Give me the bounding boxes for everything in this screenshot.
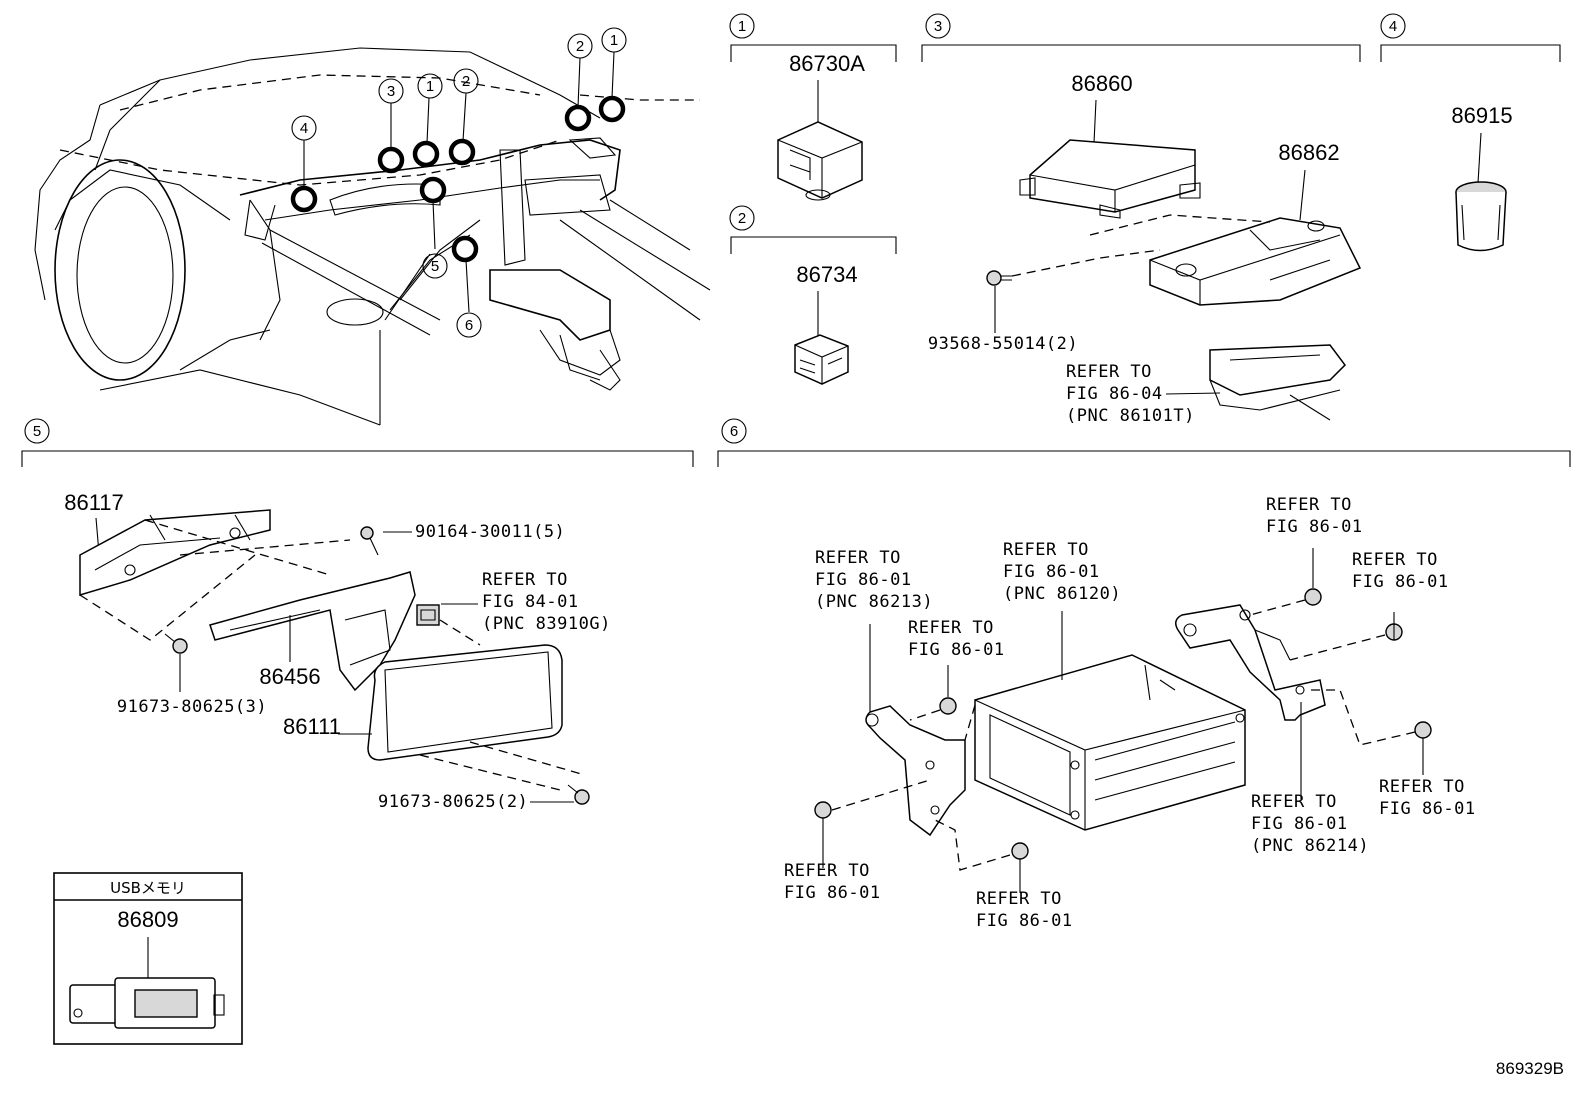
section-3-airbag-sensor: 86860 86862 93568-55014(2) REFER TO FIG … bbox=[928, 71, 1362, 426]
part-86111-label: 86111 bbox=[283, 714, 341, 739]
part-86809-label: 86809 bbox=[117, 907, 178, 932]
ref-86120-line3: (PNC 86120) bbox=[1003, 584, 1121, 604]
overview-callout-4: 4 bbox=[300, 120, 308, 137]
section-5-display: 86117 86456 90164-30011(5) 91673-80625(3… bbox=[64, 490, 611, 812]
ref-86-01-i-line2: FIG 86-01 bbox=[976, 911, 1073, 931]
ref-86-04-line3: (PNC 86101T) bbox=[1066, 406, 1195, 426]
vehicle-overview-illustration bbox=[34, 47, 711, 426]
overview-callouts: 4 3 1 2 2 1 5 6 bbox=[291, 27, 627, 338]
ref-84-01-line2: FIG 84-01 bbox=[482, 592, 579, 612]
ref-86-01-b-line1: REFER TO bbox=[908, 618, 994, 638]
section-6-number: 6 bbox=[730, 423, 738, 440]
section-2-number: 2 bbox=[738, 210, 746, 227]
part-86117-label: 86117 bbox=[64, 490, 124, 515]
overview-callout-6: 6 bbox=[465, 317, 473, 334]
ref-86213-line1: REFER TO bbox=[815, 548, 901, 568]
ref-86-01-f-line1: REFER TO bbox=[1379, 777, 1465, 797]
part-86730A-label: 86730A bbox=[789, 51, 865, 76]
section-3-number: 3 bbox=[934, 18, 942, 35]
section-2-switch: 86734 bbox=[794, 262, 858, 385]
ref-84-01-line1: REFER TO bbox=[482, 570, 568, 590]
ref-86213-line2: FIG 86-01 bbox=[815, 570, 912, 590]
part-86860-label: 86860 bbox=[1071, 71, 1132, 96]
section-5-number: 5 bbox=[33, 423, 41, 440]
part-86456-label: 86456 bbox=[259, 664, 320, 689]
part-91673-3-label: 91673-80625(3) bbox=[117, 697, 267, 717]
part-93568-label: 93568-55014(2) bbox=[928, 334, 1078, 354]
overview-callout-2b: 2 bbox=[576, 38, 584, 55]
ref-86-01-e-line2: FIG 86-01 bbox=[1352, 572, 1449, 592]
part-86734-label: 86734 bbox=[796, 262, 857, 287]
overview-callout-1a: 1 bbox=[426, 78, 434, 95]
ref-86214-line1: REFER TO bbox=[1251, 792, 1337, 812]
section-1-number: 1 bbox=[738, 18, 746, 35]
figure-id: 869329B bbox=[1496, 1059, 1564, 1078]
ref-86-01-d-line2: FIG 86-01 bbox=[1266, 517, 1363, 537]
ref-86-01-d-line1: REFER TO bbox=[1266, 495, 1352, 515]
ref-86-04-line1: REFER TO bbox=[1066, 362, 1152, 382]
ref-86-01-i-line1: REFER TO bbox=[976, 889, 1062, 909]
usb-memory-box: USBメモリ 86809 bbox=[53, 872, 243, 1045]
part-90164-label: 90164-30011(5) bbox=[415, 522, 565, 542]
section-headers: 1 2 3 4 5 6 bbox=[21, 13, 1571, 467]
ref-86-04-line2: FIG 86-04 bbox=[1066, 384, 1163, 404]
part-91673-2-label: 91673-80625(2) bbox=[378, 792, 528, 812]
ref-86214-line2: FIG 86-01 bbox=[1251, 814, 1348, 834]
ref-86120-line1: REFER TO bbox=[1003, 540, 1089, 560]
ref-86-01-b-line2: FIG 86-01 bbox=[908, 640, 1005, 660]
ref-86-01-f-line2: FIG 86-01 bbox=[1379, 799, 1476, 819]
ref-86-01-e-line1: REFER TO bbox=[1352, 550, 1438, 570]
overview-callout-5: 5 bbox=[431, 258, 439, 275]
ref-86120-line2: FIG 86-01 bbox=[1003, 562, 1100, 582]
section-1-relay: 86730A bbox=[777, 51, 865, 201]
ref-86-01-h-line1: REFER TO bbox=[784, 861, 870, 881]
ref-86213-line3: (PNC 86213) bbox=[815, 592, 933, 612]
part-86862-label: 86862 bbox=[1278, 140, 1339, 165]
overview-callout-3: 3 bbox=[387, 83, 395, 100]
part-86915-label: 86915 bbox=[1451, 103, 1512, 128]
overview-callout-2a: 2 bbox=[462, 73, 470, 90]
section-4-number: 4 bbox=[1389, 18, 1397, 35]
overview-callout-1b: 1 bbox=[610, 32, 618, 49]
ref-84-01-line3: (PNC 83910G) bbox=[482, 614, 611, 634]
usb-box-title: USBメモリ bbox=[110, 879, 186, 897]
section-4-port: 86915 bbox=[1451, 103, 1513, 252]
section-6-audio-unit: REFER TO FIG 86-01 (PNC 86213) REFER TO … bbox=[784, 495, 1476, 931]
ref-86-01-h-line2: FIG 86-01 bbox=[784, 883, 881, 903]
ref-86214-line3: (PNC 86214) bbox=[1251, 836, 1369, 856]
